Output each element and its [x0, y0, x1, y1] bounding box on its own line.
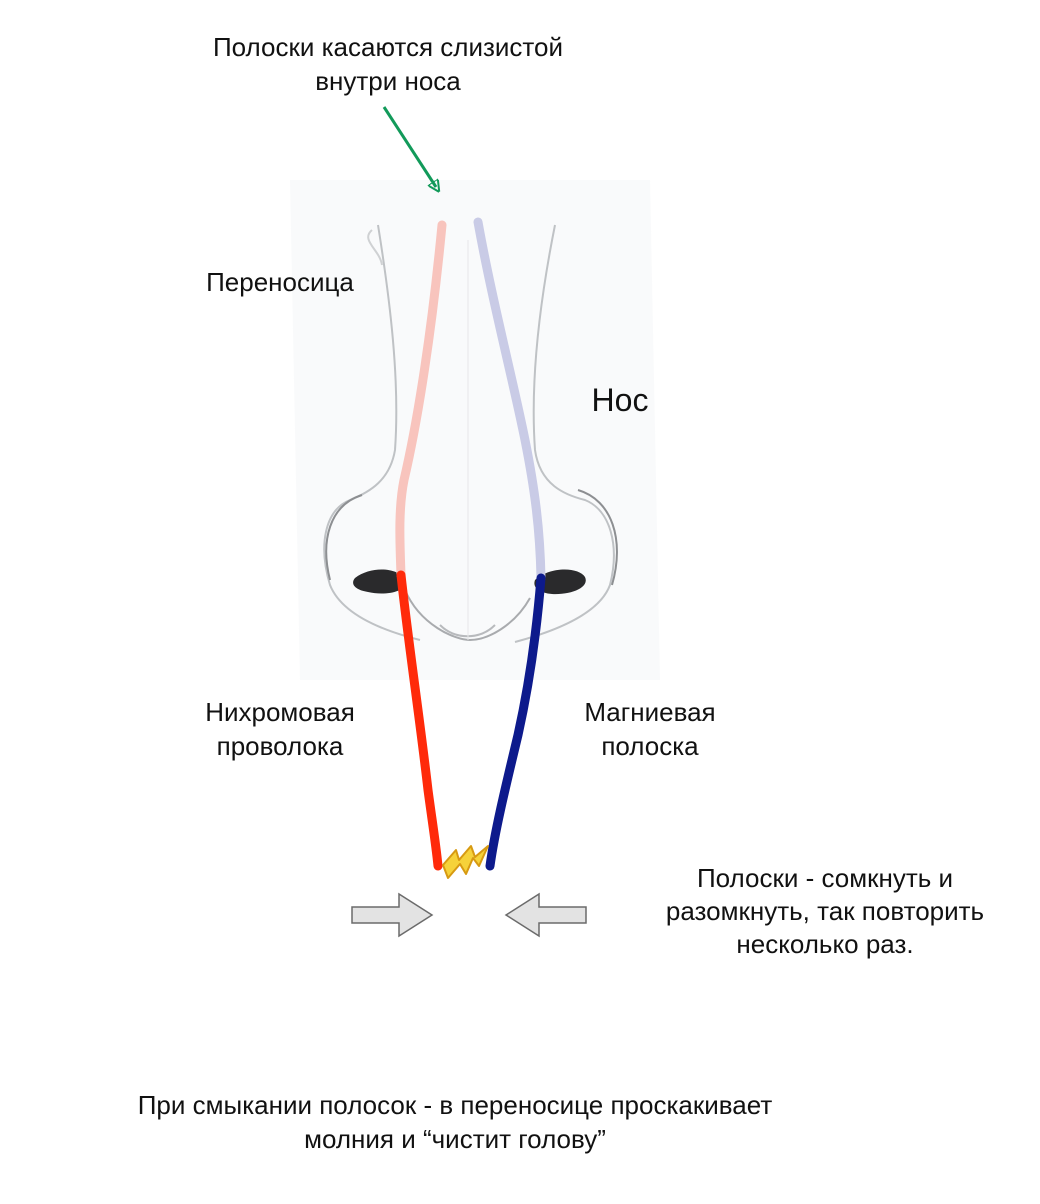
top-note-line-2: внутри носа — [315, 66, 461, 96]
green-arrow-icon — [382, 106, 436, 187]
nichrome-inside-segment — [395, 220, 447, 580]
bottom-note-line-1: При смыкании полосок - в переносице прос… — [137, 1090, 773, 1120]
magnesium-strip — [485, 573, 546, 871]
nichrome-wire — [396, 570, 443, 871]
instruction-note: Полоски - сомкнуть и разомкнуть, так пов… — [640, 862, 1010, 961]
top-note: Полоски касаются слизистой внутри носа — [168, 30, 608, 98]
magnesium-label-line-2: полоска — [601, 731, 699, 761]
nose-sketch — [290, 180, 660, 680]
magnesium-label: Магниевая полоска — [555, 695, 745, 763]
instruction-line-1: Полоски - сомкнуть и — [696, 863, 954, 893]
left-arrow-icon — [504, 892, 587, 938]
nichrome-label-line-1: Нихромовая — [205, 697, 355, 727]
top-note-line-1: Полоски касаются слизистой — [212, 32, 564, 62]
bridge-label: Переносица — [206, 267, 354, 297]
nichrome-label-line-2: проволока — [216, 731, 344, 761]
lightning-spark-icon — [442, 845, 489, 879]
nose-label: Нос — [591, 382, 649, 418]
bottom-note: При смыкании полосок - в переносице прос… — [80, 1088, 830, 1156]
magnesium-label-line-1: Магниевая — [584, 697, 716, 727]
nichrome-label: Нихромовая проволока — [180, 695, 380, 763]
right-arrow-icon — [351, 892, 434, 938]
instruction-line-3: несколько раз. — [736, 929, 914, 959]
magnesium-inside-segment — [473, 217, 546, 583]
instruction-line-2: разомкнуть, так повторить — [665, 896, 985, 926]
bottom-note-line-2: молния и “чистит голову” — [304, 1124, 606, 1154]
